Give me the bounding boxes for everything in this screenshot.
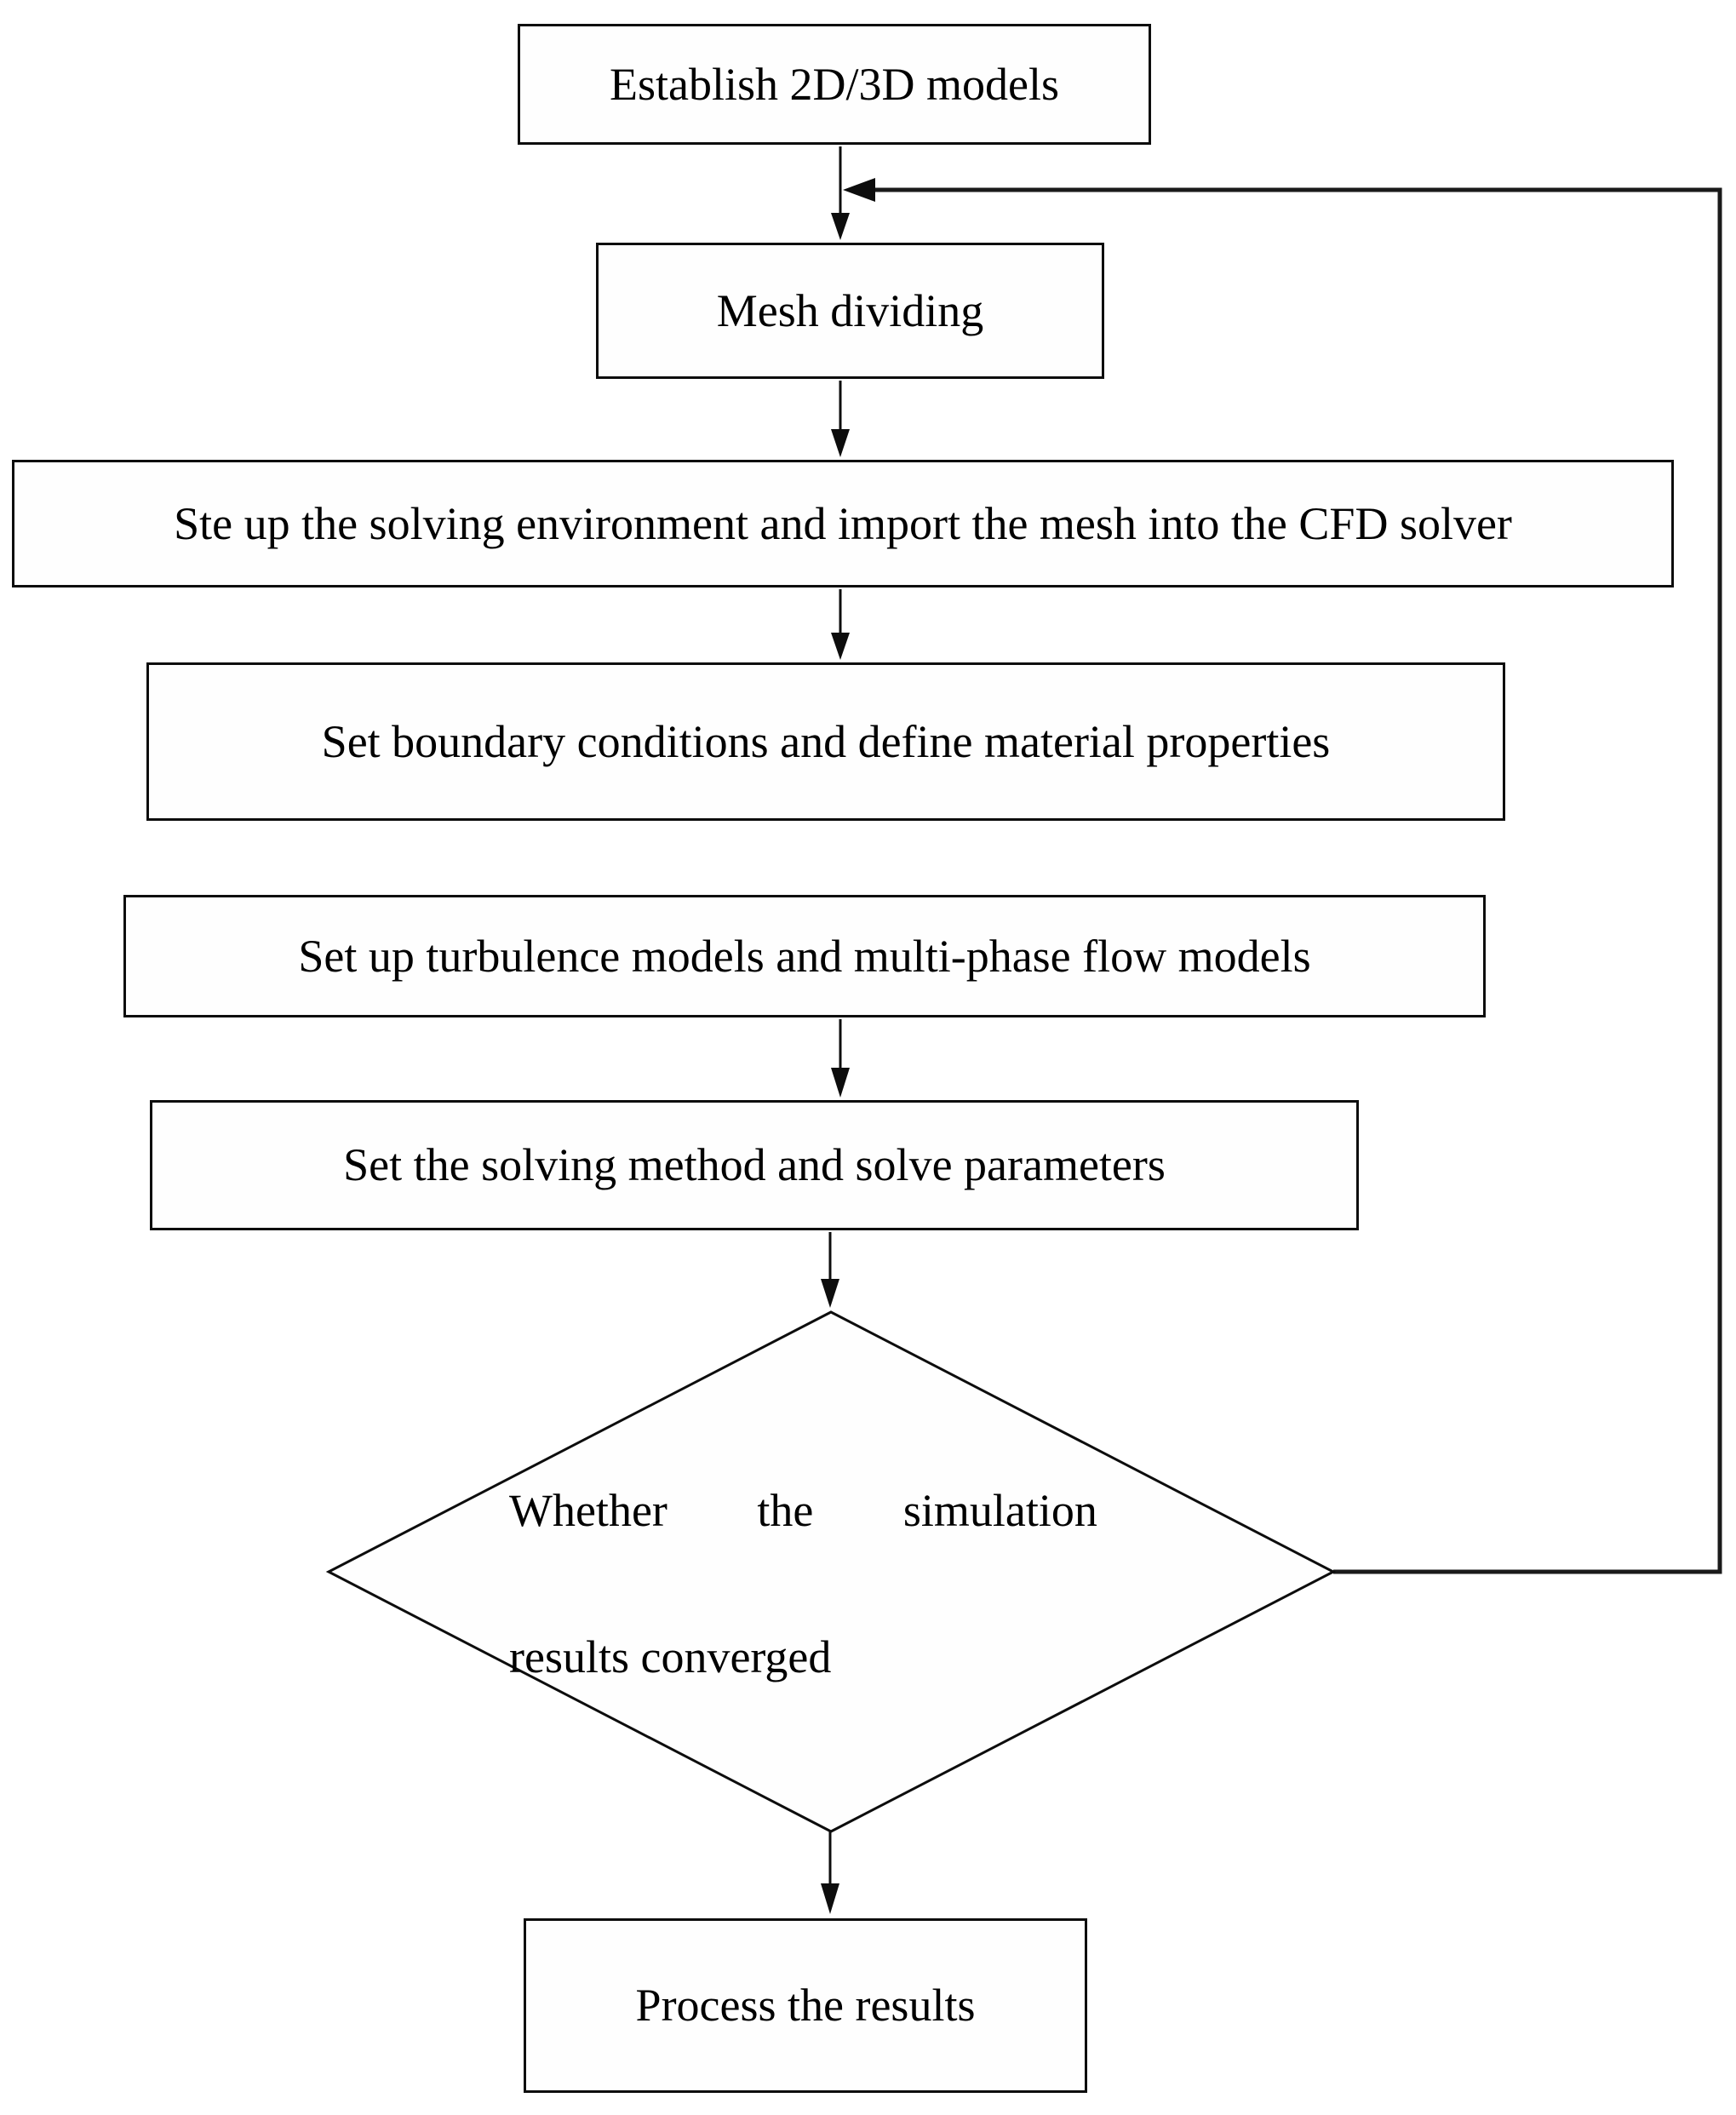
arrow-establish-mesh-head [831, 213, 850, 240]
node-establish-models: Establish 2D/3D models [518, 24, 1151, 145]
feedback-loop-line [874, 187, 1722, 1574]
arrow-mesh-setupenv-head [831, 429, 850, 457]
node-boundary-conditions: Set boundary conditions and define mater… [146, 662, 1505, 821]
node-solving-method: Set the solving method and solve paramet… [150, 1100, 1359, 1230]
arrow-decision-process-head [821, 1883, 839, 1914]
arrow-solving-decision-head [821, 1279, 839, 1308]
node-turbulence-models: Set up turbulence models and multi-phase… [123, 895, 1486, 1017]
decision-label-line2: results converged [509, 1631, 832, 1682]
node-process-results: Process the results [524, 1918, 1087, 2093]
node-setup-environment: Ste up the solving environment and impor… [12, 460, 1674, 588]
arrow-setupenv-boundary-head [831, 633, 850, 660]
node-mesh-dividing: Mesh dividing [596, 243, 1104, 379]
arrow-turbulence-solving-head [831, 1068, 850, 1098]
decision-label-line1: Whether the simulation [509, 1485, 1097, 1536]
feedback-arrowhead [843, 178, 875, 202]
decision-label: Whether the simulation results converged [509, 1437, 1224, 1730]
